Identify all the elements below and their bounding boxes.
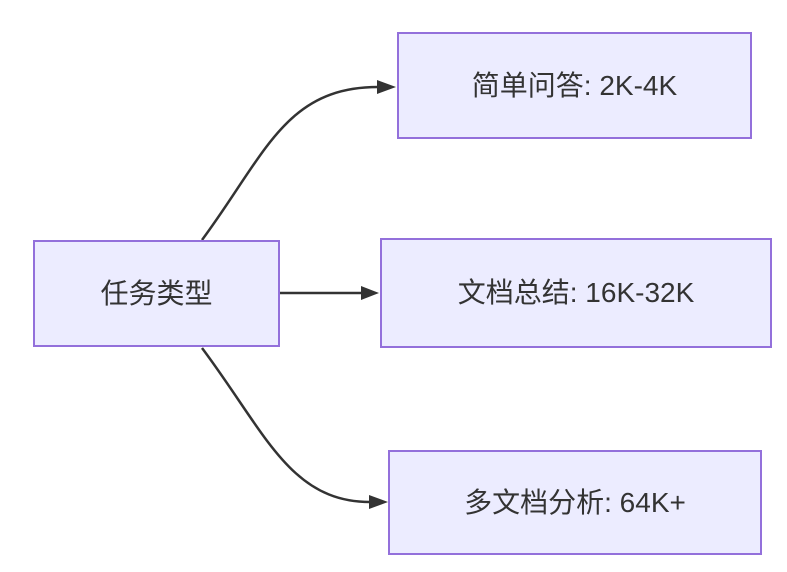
node-label: 多文档分析: 64K+ xyxy=(464,486,686,518)
node-label: 文档总结: 16K-32K xyxy=(457,277,695,309)
node-multidoc-analysis: 多文档分析: 64K+ xyxy=(388,450,762,555)
arrowhead-icon xyxy=(369,495,388,509)
edge-curve xyxy=(200,85,379,241)
node-task-type: 任务类型 xyxy=(33,240,280,347)
node-label: 任务类型 xyxy=(100,277,213,309)
node-label: 简单问答: 2K-4K xyxy=(471,69,678,101)
arrowhead-icon xyxy=(361,286,379,300)
node-simple-qa: 简单问答: 2K-4K xyxy=(397,32,752,139)
arrowhead-icon xyxy=(377,80,396,94)
edge-task-to-doc-summary xyxy=(280,286,379,300)
node-doc-summary: 文档总结: 16K-32K xyxy=(380,238,772,348)
edge-curve xyxy=(200,347,371,504)
edge-task-to-multidoc xyxy=(200,347,388,509)
edge-task-to-simple-qa xyxy=(200,80,396,241)
